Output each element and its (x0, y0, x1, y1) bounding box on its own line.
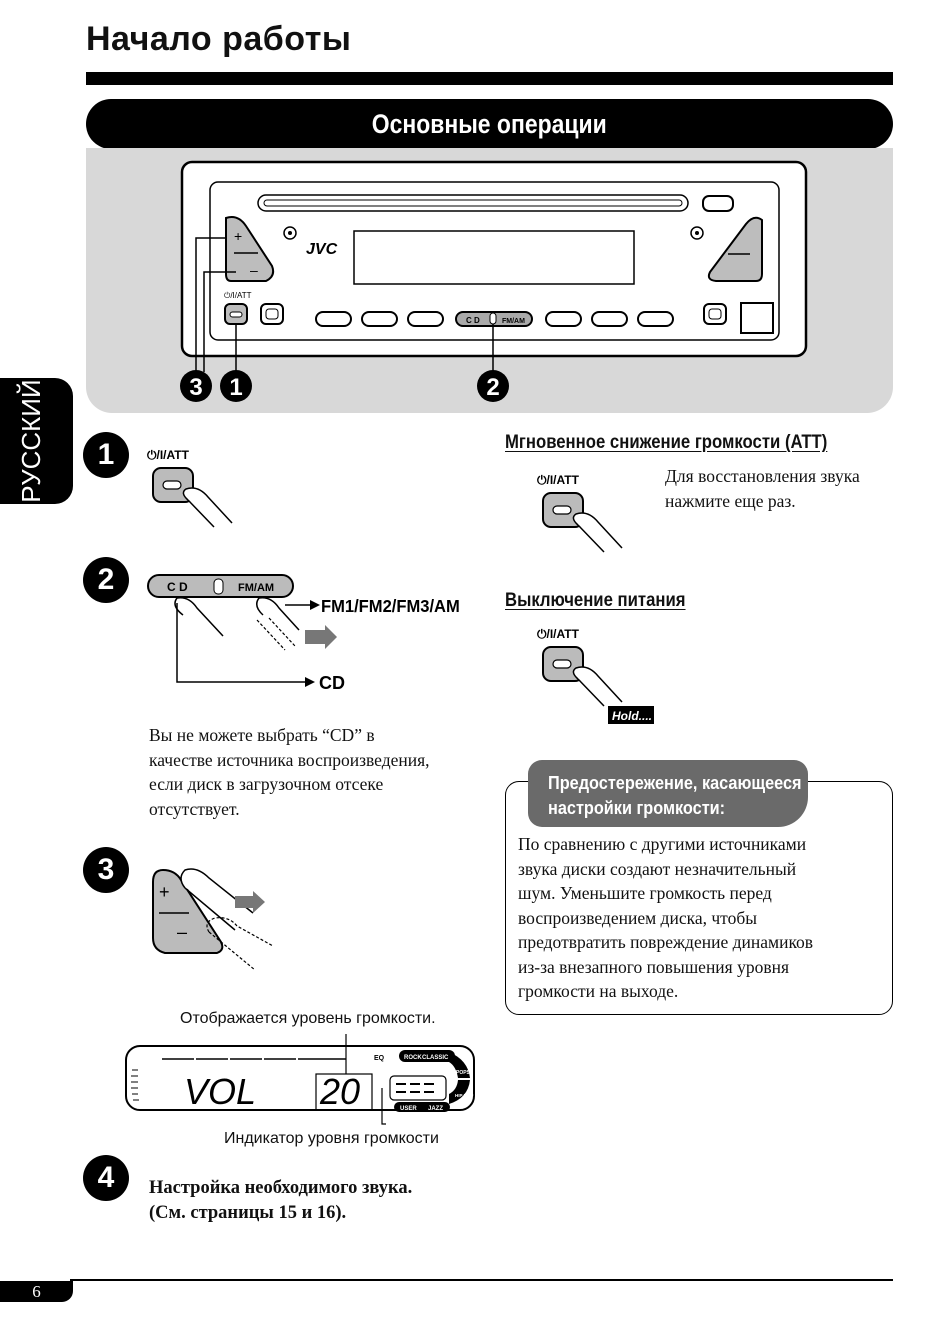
step-1-number: 1 (83, 432, 129, 478)
footer-rule (70, 1279, 893, 1281)
preset-button-5[interactable] (591, 311, 628, 327)
svg-text:EQ: EQ (374, 1055, 385, 1062)
step-3-number: 3 (83, 847, 129, 893)
preset-button-2[interactable] (361, 311, 398, 327)
att-heading: Мгновенное снижение громкости (ATT) (505, 432, 828, 453)
title-rule (86, 72, 893, 85)
device-panel: JVC + – ⏻/I/ATT C D FM/AM (86, 148, 893, 413)
car-stereo-illustration: JVC + – ⏻/I/ATT C D FM/AM (180, 160, 808, 402)
dial-button[interactable] (260, 303, 284, 325)
svg-text:–: – (250, 262, 258, 278)
right-rocker[interactable] (707, 216, 763, 282)
svg-text:HIP HOP: HIP HOP (455, 1093, 473, 1098)
att-text: Для восстановления звука нажмите еще раз… (665, 466, 860, 511)
caution-heading: Предостережение, касающееся настройки гр… (528, 760, 808, 827)
svg-text:C D: C D (167, 580, 188, 594)
preset-button-3[interactable] (407, 311, 444, 327)
svg-text:⏻/I/ATT: ⏻/I/ATT (537, 627, 580, 641)
volume-rocker[interactable] (225, 216, 275, 282)
preset-button-1[interactable] (315, 311, 352, 327)
svg-text:FM/AM: FM/AM (502, 318, 525, 325)
caution-text: По сравнению с другими источниками звука… (518, 834, 814, 1001)
power-off-illustration: ⏻/I/ATT Hold.... (537, 627, 654, 724)
volume-display-illustration: VOL 20 EQ ROCK CLASSIC POPS HIP HOP USER… (125, 1034, 475, 1125)
arrow-right-icon (305, 625, 337, 649)
finger-icon (174, 596, 224, 637)
step-4-text: Настройка необходимого звука. (См. стран… (149, 1178, 413, 1223)
svg-text:POPS: POPS (456, 1070, 471, 1076)
section-title: Основные операции (86, 99, 893, 149)
svg-text:+: + (234, 228, 242, 244)
preset-button-4[interactable] (545, 311, 582, 327)
arrow-right-icon (235, 891, 265, 913)
svg-text:C D: C D (466, 316, 480, 325)
svg-text:ROCK: ROCK (404, 1055, 422, 1061)
display-button[interactable] (703, 303, 727, 325)
att-illustration: ⏻/I/ATT (537, 473, 623, 553)
step-2-note: Вы не можете выбрать “CD” в качестве ист… (149, 725, 430, 819)
fm-band-label: FM1/FM2/FM3/AM (321, 595, 460, 616)
callout-1: 1 (229, 374, 242, 401)
section-title-text: Основные операции (372, 109, 607, 139)
power-button-label: ⏻/I/ATT (147, 448, 190, 462)
callout-3: 3 (189, 374, 202, 401)
svg-text:CLASSIC: CLASSIC (422, 1055, 449, 1061)
power-label: ⏻/I/ATT (224, 291, 252, 300)
display-vol-value: 20 (319, 1071, 360, 1112)
svg-text:⏻/I/ATT: ⏻/I/ATT (537, 473, 580, 487)
page-number-box (0, 1281, 73, 1302)
svg-text:JAZZ: JAZZ (428, 1106, 443, 1112)
step-3-illustration: + – (152, 868, 274, 971)
detach-button[interactable] (740, 302, 774, 334)
svg-text:USER: USER (400, 1106, 417, 1112)
preset-button-6[interactable] (637, 311, 674, 327)
brand-logo: JVC (306, 241, 338, 258)
volume-rocker-icon (152, 868, 224, 954)
svg-text:–: – (177, 922, 187, 942)
hold-label: Hold.... (612, 709, 652, 723)
svg-text:FM/AM: FM/AM (238, 582, 274, 594)
display-caption-top: Отображается уровень громкости. (180, 1010, 436, 1027)
finger-icon (572, 512, 623, 549)
step-2-illustration: C D FM/AM FM1/FM2/FM3/AM CD (147, 574, 460, 693)
display-caption-bottom: Индикатор уровня громкости (224, 1130, 439, 1147)
page-title: Начало работы (86, 20, 352, 58)
display-vol-text: VOL (184, 1071, 256, 1112)
callout-2: 2 (486, 374, 499, 401)
finger-icon (182, 487, 233, 524)
power-off-heading: Выключение питания (505, 590, 686, 611)
cd-label: CD (319, 673, 345, 693)
svg-text:+: + (159, 882, 170, 902)
finger-icon-2 (256, 596, 300, 631)
step-4-number: 4 (83, 1155, 129, 1201)
page-number: 6 (32, 1282, 41, 1301)
step-1-illustration: ⏻/I/ATT (147, 448, 233, 528)
finger-icon (572, 666, 623, 703)
step-2-number: 2 (83, 557, 129, 603)
language-tab-label: РУССКИЙ (16, 379, 46, 503)
language-tab (0, 378, 73, 504)
